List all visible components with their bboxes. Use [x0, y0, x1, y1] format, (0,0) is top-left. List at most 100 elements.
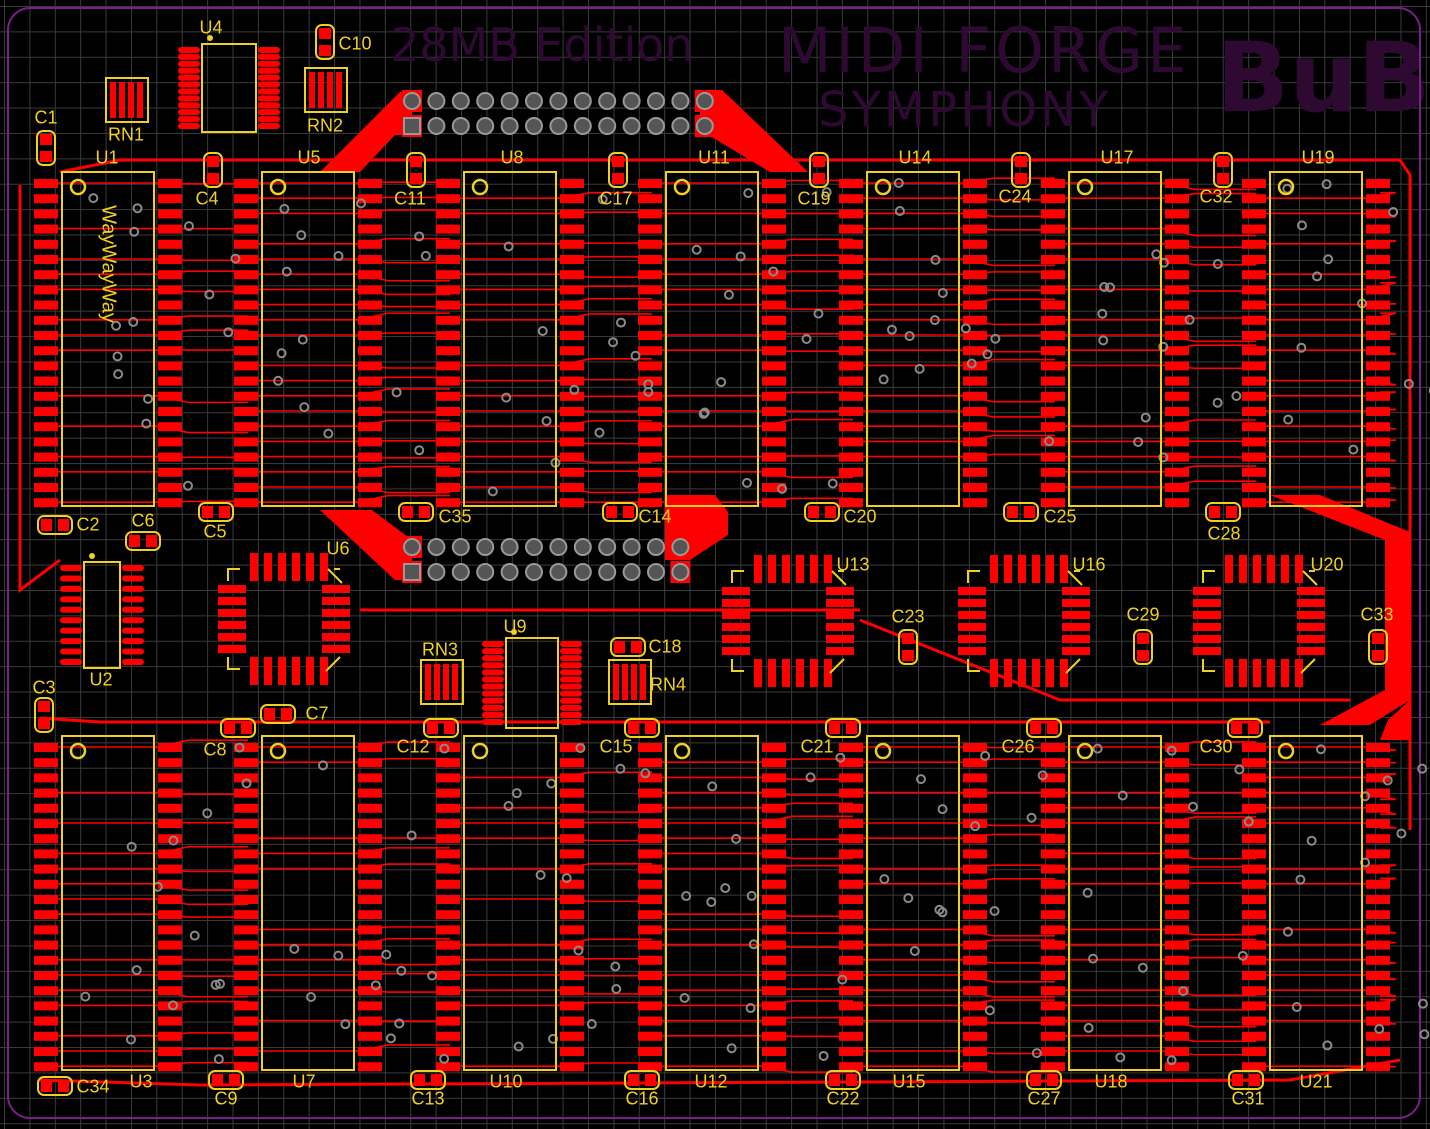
designator-label[interactable]: U11: [698, 147, 730, 168]
pad: [336, 72, 342, 108]
pad: [1041, 788, 1065, 798]
designator-label[interactable]: U2: [89, 669, 113, 690]
designator-label[interactable]: C3: [32, 677, 56, 698]
designator-label[interactable]: C17: [599, 188, 633, 209]
pad: [826, 647, 854, 655]
designator-label[interactable]: C21: [800, 736, 834, 757]
designator-label[interactable]: U4: [199, 17, 223, 38]
pad: [1366, 940, 1390, 950]
designator-label[interactable]: C13: [411, 1088, 445, 1109]
pad: [963, 391, 987, 401]
designator-label[interactable]: C20: [843, 506, 877, 527]
pad: [322, 597, 350, 605]
cap-outline: [203, 152, 223, 188]
designator-label[interactable]: U20: [1310, 554, 1344, 575]
designator-label[interactable]: U13: [836, 554, 870, 575]
pad: [762, 1031, 786, 1041]
designator-label[interactable]: U10: [489, 1071, 523, 1092]
copper-pour: [1380, 700, 1410, 740]
via: [340, 1019, 351, 1030]
pad: [1366, 194, 1390, 204]
designator-label[interactable]: C11: [394, 188, 426, 209]
pad: [1366, 346, 1390, 356]
designator-label[interactable]: U16: [1072, 554, 1106, 575]
designator-label[interactable]: C25: [1043, 506, 1077, 527]
designator-label[interactable]: C14: [638, 506, 672, 527]
pad: [1041, 361, 1065, 371]
pad: [158, 819, 182, 828]
chip-outline: [1068, 171, 1162, 507]
pad: [963, 315, 987, 325]
designator-label[interactable]: C2: [76, 514, 100, 535]
designator-label[interactable]: U8: [500, 147, 524, 168]
designator-label[interactable]: C8: [203, 739, 227, 760]
pin1-pad: [403, 563, 421, 581]
pad: [1281, 659, 1289, 687]
designator-label[interactable]: C6: [131, 510, 155, 531]
designator-label[interactable]: U19: [1301, 147, 1335, 168]
pad: [1242, 788, 1266, 798]
pad: [1242, 498, 1266, 508]
pad: [212, 1074, 223, 1086]
pad: [1041, 300, 1065, 310]
designator-label[interactable]: C16: [625, 1088, 659, 1109]
designator-label[interactable]: U15: [892, 1071, 926, 1092]
pad: [754, 659, 762, 687]
pad: [560, 361, 584, 371]
designator-label[interactable]: U12: [694, 1071, 728, 1092]
designator-label[interactable]: U18: [1094, 1071, 1128, 1092]
designator-label[interactable]: RN2: [306, 115, 344, 136]
via: [1348, 444, 1359, 455]
pad: [1165, 407, 1189, 416]
pad: [963, 773, 987, 783]
designator-label[interactable]: C19: [797, 188, 831, 209]
designator-label[interactable]: U6: [326, 538, 350, 559]
pad: [158, 925, 182, 935]
designator-label[interactable]: C10: [338, 33, 372, 54]
designator-label[interactable]: C34: [76, 1076, 110, 1097]
designator-label[interactable]: C32: [1199, 186, 1233, 207]
designator-label[interactable]: C9: [214, 1088, 238, 1109]
designator-label[interactable]: C31: [1231, 1088, 1265, 1109]
designator-label[interactable]: C12: [396, 736, 430, 757]
designator-label[interactable]: C33: [1360, 604, 1394, 625]
designator-label[interactable]: C24: [998, 186, 1032, 207]
designator-label[interactable]: C26: [1001, 736, 1035, 757]
designator-label[interactable]: C1: [34, 107, 58, 128]
designator-label[interactable]: C29: [1126, 604, 1160, 625]
designator-label[interactable]: U3: [129, 1071, 153, 1092]
pad: [34, 743, 58, 752]
designator-label[interactable]: C5: [203, 521, 227, 542]
designator-label[interactable]: RN4: [649, 674, 687, 695]
designator-label[interactable]: U5: [297, 147, 321, 168]
designator-label[interactable]: C4: [195, 188, 219, 209]
designator-label[interactable]: U17: [1100, 147, 1134, 168]
designator-label[interactable]: C28: [1207, 523, 1241, 544]
pad: [963, 758, 987, 768]
designator-label[interactable]: C15: [599, 736, 633, 757]
cap-outline: [898, 629, 918, 665]
designator-label[interactable]: C35: [438, 506, 472, 527]
designator-label[interactable]: C7: [305, 703, 329, 724]
pad: [963, 179, 987, 188]
designator-label[interactable]: C18: [648, 636, 682, 657]
designator-label[interactable]: U21: [1299, 1071, 1333, 1092]
designator-label[interactable]: U7: [292, 1071, 316, 1092]
designator-label[interactable]: C23: [891, 606, 925, 627]
pad: [1242, 300, 1266, 310]
designator-label[interactable]: U14: [898, 147, 932, 168]
header-pad: [695, 117, 714, 135]
pad: [1041, 331, 1065, 340]
pad: [1193, 587, 1221, 595]
pad: [762, 239, 786, 249]
designator-label[interactable]: U9: [503, 616, 527, 637]
designator-label[interactable]: C22: [826, 1088, 860, 1109]
pad: [1062, 623, 1090, 631]
designator-label[interactable]: C30: [1199, 736, 1233, 757]
pad: [358, 940, 382, 950]
designator-label[interactable]: C27: [1027, 1088, 1061, 1109]
designator-label[interactable]: RN1: [107, 124, 145, 145]
designator-label[interactable]: U1: [95, 147, 119, 168]
designator-label[interactable]: RN3: [421, 639, 459, 660]
